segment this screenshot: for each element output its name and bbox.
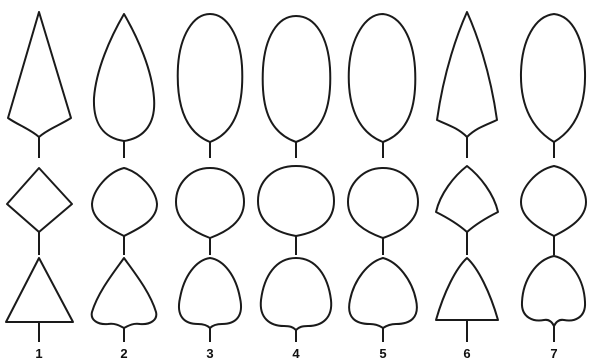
row-3-triangular-shapes — [5, 255, 587, 342]
shape-r2-c6 — [435, 165, 499, 233]
column-label-5: 5 — [379, 346, 386, 361]
shape-r1-c4 — [261, 15, 332, 143]
shape-r1-c5 — [347, 13, 417, 143]
shape-r3-c6 — [435, 257, 499, 321]
shape-r1-c3 — [176, 13, 244, 143]
shape-r1-c7 — [519, 13, 587, 143]
shape-r3-c2 — [90, 257, 158, 329]
shape-r2-c1 — [6, 167, 73, 233]
shape-r1-c2 — [92, 13, 156, 142]
shape-r2-c2 — [91, 167, 158, 237]
column-label-4: 4 — [292, 346, 300, 361]
shape-r2-c3 — [175, 167, 245, 239]
shape-r3-c1 — [5, 257, 74, 323]
column-label-1: 1 — [35, 346, 42, 361]
shape-r1-c6 — [436, 11, 498, 138]
shape-r3-c7 — [520, 255, 587, 327]
row-2-compact-shapes — [6, 165, 587, 255]
row-1-elongated-shapes — [7, 11, 587, 158]
column-label-3: 3 — [206, 346, 213, 361]
shape-r3-c4 — [259, 257, 333, 331]
shape-r1-c1 — [7, 11, 72, 138]
shape-r2-c7 — [520, 165, 587, 237]
column-label-6: 6 — [463, 346, 470, 361]
column-labels: 1 2 3 4 5 6 7 — [35, 346, 557, 361]
column-label-7: 7 — [550, 346, 557, 361]
shape-r2-c5 — [347, 167, 419, 239]
shape-r3-c3 — [178, 257, 242, 329]
shape-r3-c5 — [348, 257, 418, 329]
column-label-2: 2 — [120, 346, 127, 361]
shape-r2-c4 — [257, 165, 335, 237]
